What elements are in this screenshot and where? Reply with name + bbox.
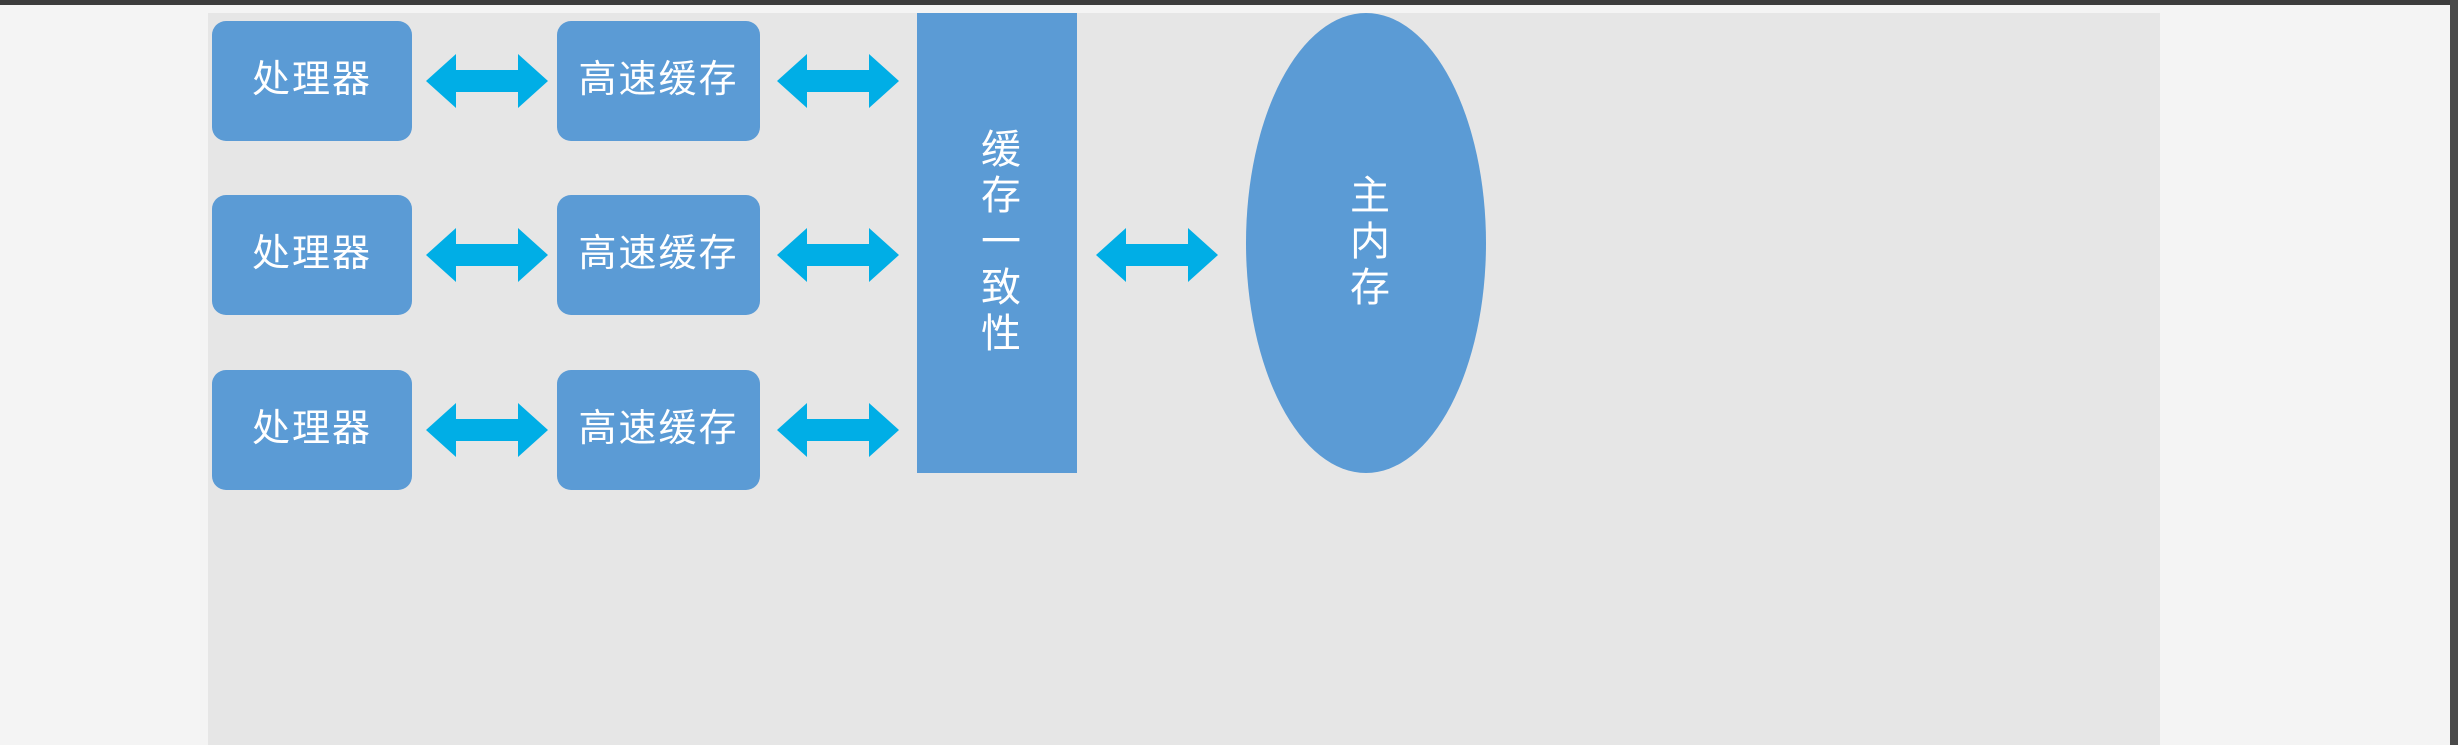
double-arrow-icon-processor-cache-3 bbox=[426, 399, 548, 461]
window-top-border bbox=[0, 0, 2458, 5]
double-arrow-icon-processor-cache-2 bbox=[426, 224, 548, 286]
double-arrow-icon-cache-coherence-2 bbox=[777, 224, 899, 286]
cache-node-1[interactable]: 高速缓存 bbox=[557, 21, 760, 141]
double-arrow-icon-processor-cache-1 bbox=[426, 50, 548, 112]
main-memory-node[interactable]: 主内存 bbox=[1246, 13, 1486, 473]
double-arrow-icon-coherence-memory bbox=[1096, 224, 1218, 286]
double-arrow-icon-cache-coherence-3 bbox=[777, 399, 899, 461]
processor-node-1[interactable]: 处理器 bbox=[212, 21, 412, 141]
cache-node-2[interactable]: 高速缓存 bbox=[557, 195, 760, 315]
processor-node-2[interactable]: 处理器 bbox=[212, 195, 412, 315]
cache-node-3[interactable]: 高速缓存 bbox=[557, 370, 760, 490]
diagram-canvas: 处理器 高速缓存 处理器 高速缓存 处理器 bbox=[208, 13, 2160, 745]
cache-coherence-node[interactable]: 缓存一致性 bbox=[917, 13, 1077, 473]
double-arrow-icon-cache-coherence-1 bbox=[777, 50, 899, 112]
window-right-border bbox=[2450, 0, 2458, 745]
processor-node-3[interactable]: 处理器 bbox=[212, 370, 412, 490]
